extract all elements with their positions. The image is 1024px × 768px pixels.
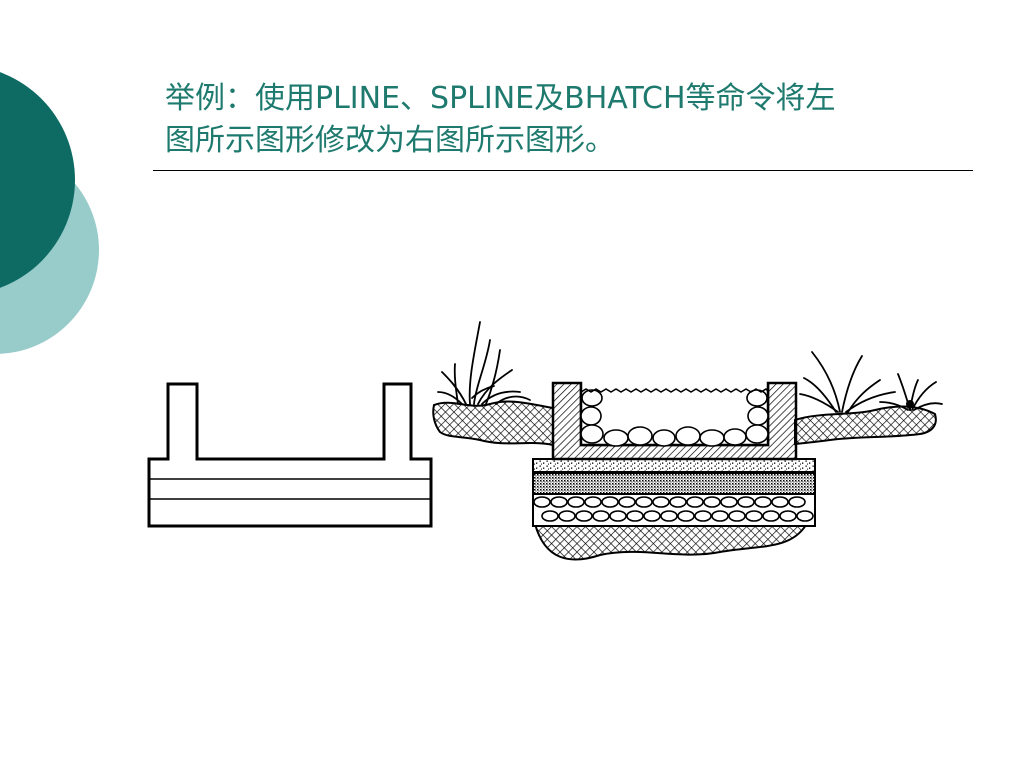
cobble (581, 389, 603, 407)
base-stone (533, 496, 551, 508)
title-line-2: 图所示图形修改为右图所示图形。 (165, 123, 615, 158)
soil-below-base (533, 522, 808, 561)
base-stone (703, 496, 721, 508)
base-stone (728, 510, 746, 522)
base-stone (771, 496, 789, 508)
water-surface (580, 387, 769, 393)
left-channel-outline (147, 382, 433, 528)
title-line-1: 举例：使用PLINE、SPLINE及BHATCH等命令将左 (165, 81, 836, 116)
base-stone (762, 510, 780, 522)
base-stone (720, 496, 738, 508)
base-stones (533, 496, 814, 522)
base-stone (779, 510, 797, 522)
base-stone (618, 496, 636, 508)
title-divider (153, 170, 973, 171)
decoration-dark-circle (0, 72, 75, 288)
cobble (746, 389, 768, 407)
base-stone (626, 510, 644, 522)
cobble (699, 429, 725, 447)
dense-aggregate-layer (532, 471, 816, 495)
base-stone (754, 496, 772, 508)
base-stone (550, 496, 568, 508)
base-stone (677, 510, 695, 522)
base-stone (652, 496, 670, 508)
left-original-figure (147, 382, 433, 528)
base-stone (711, 510, 729, 522)
concrete-top-layer (532, 458, 816, 474)
grass-tuft-right (799, 351, 943, 413)
channel-cobbles (580, 389, 769, 447)
base-stone (575, 510, 593, 522)
base-stone (660, 510, 678, 522)
cobble (675, 426, 701, 446)
base-stone (745, 510, 763, 522)
base-stone (609, 510, 627, 522)
base-stone (592, 510, 610, 522)
cobble (652, 429, 676, 447)
slide-title: 举例：使用PLINE、SPLINE及BHATCH等命令将左 图所示图形修改为右图… (165, 78, 965, 162)
cobble (627, 426, 653, 446)
base-stone (669, 496, 687, 508)
base-stone (558, 510, 576, 522)
right-modified-figure (432, 321, 943, 561)
ground-strip-right (794, 405, 937, 446)
base-stone (643, 510, 661, 522)
cobble (580, 406, 602, 426)
base-stone (584, 496, 602, 508)
cobble (580, 424, 604, 444)
base-stone (796, 510, 814, 522)
ground-strip-left (432, 400, 554, 447)
grass-bud (906, 400, 914, 408)
slide-decoration (0, 72, 99, 354)
cobble (747, 406, 769, 426)
cobble (603, 429, 629, 447)
base-stone (541, 510, 559, 522)
base-stone (635, 496, 653, 508)
base-stone (601, 496, 619, 508)
base-stone (788, 496, 806, 508)
cobble (745, 424, 769, 444)
base-stone (694, 510, 712, 522)
base-stone (686, 496, 704, 508)
grass-tuft-left (437, 321, 531, 405)
cobble (723, 428, 747, 446)
base-stone (737, 496, 755, 508)
base-stone (567, 496, 585, 508)
